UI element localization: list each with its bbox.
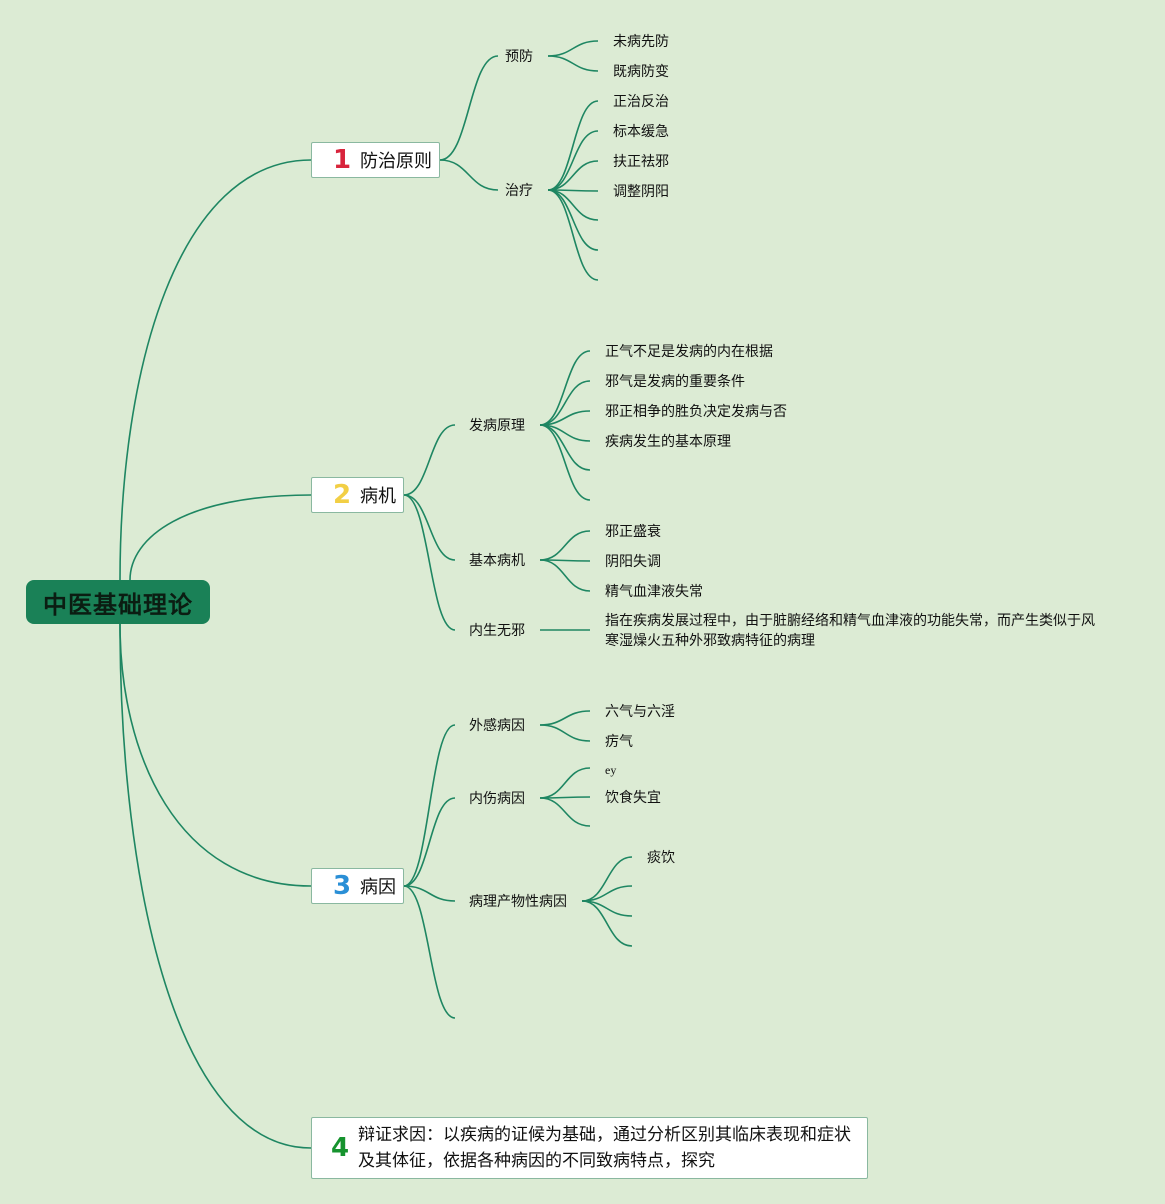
number-2-icon: 2 [332,480,352,510]
leaf-weibing[interactable]: 未病先防 [613,34,669,50]
b3-waigan [403,724,456,887]
leaf-jibing[interactable]: 既病防变 [613,64,669,80]
leaf-neisheng-desc[interactable]: 指在疾病发展过程中，由于脏腑经络和精气血津液的功能失常，而产生类似于风寒湿燥火五… [605,613,1095,649]
leaf-yinyang[interactable]: 阴阳失调 [605,554,661,570]
branch-2-node[interactable]: 2 病机 [311,477,404,513]
zhiliao-leaf [547,130,599,191]
leaf-biaoben[interactable]: 标本缓急 [613,124,669,140]
yufang-leaf [547,40,599,57]
zhiliao-leaf [547,189,599,281]
leaf-jingqi[interactable]: 精气血津液失常 [605,584,703,600]
leaf-liqi[interactable]: 疠气 [605,734,633,750]
root-to-branch-1 [119,159,312,581]
fabing-leaf [539,350,591,426]
sub-neisheng[interactable]: 内生无邪 [469,623,525,639]
leaf-xiezhengshengshuai[interactable]: 邪正盛衰 [605,524,661,540]
zhiliao-leaf [547,189,599,251]
b2-jiben [403,494,456,561]
b1-yufang [439,55,499,161]
b3-binglichanwu [403,885,456,902]
neishang-leaf [539,797,591,827]
branch-4-node[interactable]: 4 辩证求因：以疾病的证候为基础，通过分析区别其临床表现和症状及其体征，依据各种… [311,1117,868,1179]
sub-waigan[interactable]: 外感病因 [469,718,525,734]
number-3-icon: 3 [332,871,352,901]
sub-yufang[interactable]: 预防 [505,49,533,65]
b2-neisheng [403,494,456,631]
number-4-icon: 4 [330,1133,350,1163]
zhiliao-leaf [547,189,599,221]
b3-neishang [403,797,456,887]
zhiliao-leaf [547,160,599,191]
branch-3-label: 病因 [360,877,396,898]
root-to-branch-4 [119,623,312,1149]
sub-zhiliao[interactable]: 治疗 [505,183,533,199]
fabing-leaf [539,380,591,426]
branch-3-node[interactable]: 3 病因 [311,868,404,904]
sub-fabing[interactable]: 发病原理 [469,418,525,434]
leaf-liuqi[interactable]: 六气与六淫 [605,704,675,720]
b2-fabing [403,424,456,496]
yufang-leaf [547,55,599,72]
branch-1-label: 防治原则 [360,151,432,172]
jiben-leaf [539,530,591,561]
b3-empty [403,885,456,1019]
leaf-zhengzhi[interactable]: 正治反治 [613,94,669,110]
leaf-jibingfasheng[interactable]: 疾病发生的基本原理 [605,434,731,450]
neishang-leaf [539,767,591,799]
sub-binglichanwu[interactable]: 病理产物性病因 [469,894,567,910]
leaf-zhengqi[interactable]: 正气不足是发病的内在根据 [605,344,773,360]
waigan-leaf [539,710,591,726]
number-1-icon: 1 [332,145,352,175]
zhiliao-leaf [547,100,599,191]
leaf-tanyin[interactable]: 痰饮 [647,850,675,866]
sub-neishang[interactable]: 内伤病因 [469,791,525,807]
leaf-tiaozheng[interactable]: 调整阴阳 [613,184,669,200]
leaf-xieqi[interactable]: 邪气是发病的重要条件 [605,374,745,390]
leaf-xiezheng[interactable]: 邪正相争的胜负决定发病与否 [605,404,787,420]
root-to-branch-3 [119,623,312,887]
branch-1-node[interactable]: 1 防治原则 [311,142,440,178]
binglichanwu-leaf [581,900,633,947]
waigan-leaf [539,724,591,742]
jiben-leaf [539,559,591,592]
root-node[interactable]: 中医基础理论 [26,580,210,624]
leaf-yinshi[interactable]: 饮食失宜 [605,790,661,806]
leaf-ey[interactable]: ey [605,763,617,777]
b1-zhiliao [439,159,499,191]
leaf-fuzheng[interactable]: 扶正祛邪 [613,154,669,170]
branch-4-label: 辩证求因：以疾病的证候为基础，通过分析区别其临床表现和症状及其体征，依据各种病因… [358,1125,851,1171]
sub-jibenbingji[interactable]: 基本病机 [469,553,525,569]
branch-2-label: 病机 [360,486,396,507]
fabing-leaf [539,424,591,501]
root-to-branch-2 [129,494,312,581]
